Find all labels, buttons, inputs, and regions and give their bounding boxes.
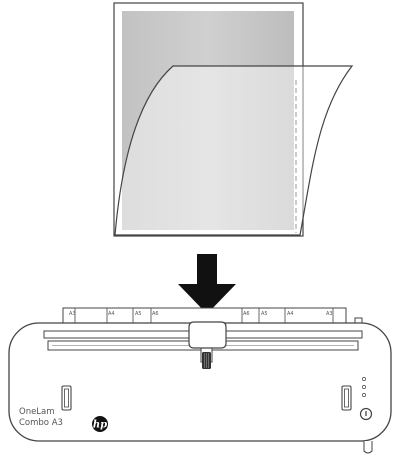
product-name-line2: Combo A3	[19, 418, 63, 428]
front-foot	[363, 441, 373, 454]
pouch-peeled-sheet	[114, 65, 354, 236]
hp-logo: hp	[92, 416, 108, 432]
pouch-document	[122, 11, 294, 230]
paper-size-label: A5	[261, 311, 268, 317]
mode-indicator-light	[362, 393, 366, 397]
paper-size-label: A3	[69, 311, 76, 317]
trimmer-knob-ridges	[204, 353, 209, 368]
left-handle[interactable]	[61, 385, 72, 411]
right-handle[interactable]	[341, 385, 352, 411]
paper-size-label: A5	[135, 311, 142, 317]
mode-indicator-light	[362, 385, 366, 389]
mode-indicator-light	[362, 377, 366, 381]
trimmer-head[interactable]	[188, 321, 227, 349]
svg-text:hp: hp	[93, 420, 107, 431]
paper-size-label: A6	[243, 311, 250, 317]
insert-direction-arrow	[178, 254, 236, 314]
paper-size-label: A6	[152, 311, 159, 317]
paper-size-label: A4	[287, 311, 294, 317]
paper-size-label: A4	[108, 311, 115, 317]
power-button[interactable]	[359, 407, 373, 421]
paper-size-label: A3	[326, 311, 333, 317]
mode-indicator-panel	[362, 377, 366, 397]
product-name-line1: OneLam	[19, 407, 55, 417]
laminating-pouch	[113, 2, 354, 237]
trimmer-slider[interactable]	[188, 321, 227, 369]
